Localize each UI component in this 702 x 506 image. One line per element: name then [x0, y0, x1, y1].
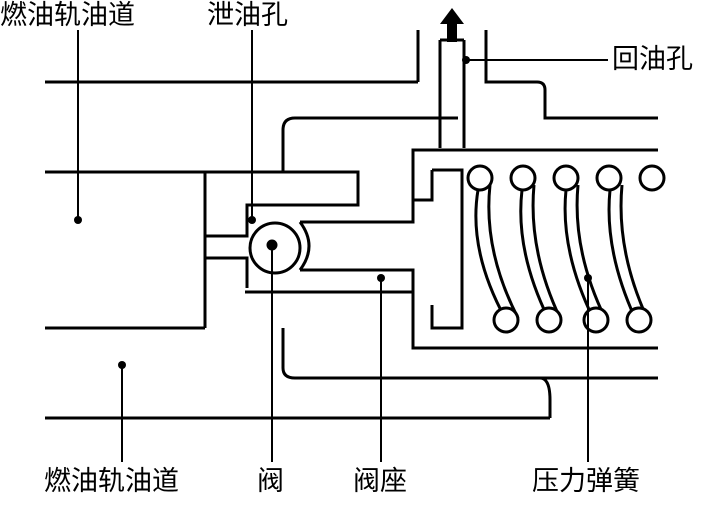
label-return-hole: 回油孔 — [612, 44, 693, 75]
label-fuel-rail-top: 燃油轨油道 — [0, 0, 135, 31]
leader-lines — [74, 30, 608, 462]
label-valve: 阀 — [257, 466, 284, 497]
label-drain-hole: 泄油孔 — [207, 0, 288, 31]
label-valve-seat: 阀座 — [353, 466, 407, 497]
label-pressure-spring: 压力弹簧 — [532, 466, 640, 497]
label-fuel-rail-bottom: 燃油轨油道 — [44, 466, 179, 497]
ball-valve — [248, 221, 302, 275]
return-channel — [438, 38, 466, 148]
valve-housing — [203, 30, 658, 418]
up-arrow-icon — [440, 8, 464, 42]
pressure-spring — [466, 164, 666, 334]
